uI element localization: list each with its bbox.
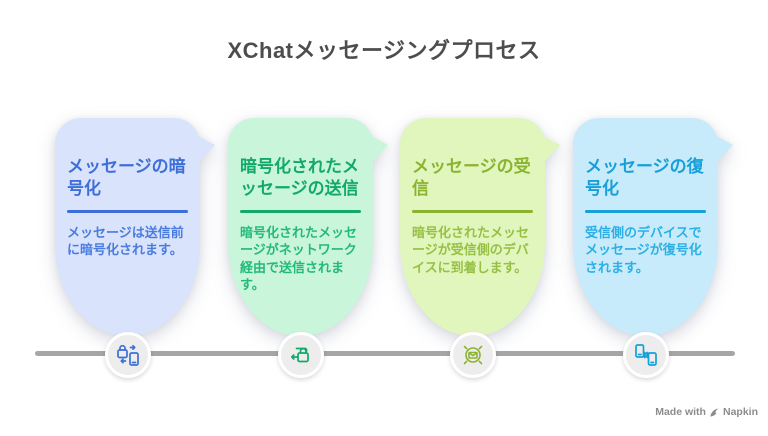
step-title: 暗号化されたメッセージの送信 [240, 157, 359, 198]
speech-bubble: メッセージの受信 暗号化されたメッセージが受信側のデバイスに到着します。 [400, 118, 560, 336]
bubble-body: メッセージの暗号化 メッセージは送信前に暗号化されます。 [55, 118, 200, 336]
watermark-brand: Napkin [722, 406, 758, 418]
speech-bubble: メッセージの暗号化 メッセージは送信前に暗号化されます。 [55, 118, 215, 336]
timeline-line [35, 351, 735, 356]
decrypt-devices-icon [622, 332, 669, 378]
step-card-encrypted-send: 暗号化されたメッセージの送信 暗号化されたメッセージがネットワーク経由で送信され… [228, 118, 388, 380]
step-description: メッセージは送信前に暗号化されます。 [67, 224, 184, 258]
lock-phone-sync-icon [104, 332, 151, 378]
watermark-prefix: Made with [655, 406, 706, 418]
step-divider [240, 210, 361, 213]
step-description: 受信側のデバイスでメッセージが復号化されます。 [585, 224, 702, 275]
bubble-tail [543, 136, 560, 163]
bubble-body: 暗号化されたメッセージの送信 暗号化されたメッセージがネットワーク経由で送信され… [228, 118, 373, 336]
step-card-message-receive: メッセージの受信 暗号化されたメッセージが受信側のデバイスに到着します。 [400, 118, 560, 380]
napkin-logo-icon [710, 407, 719, 417]
step-description: 暗号化されたメッセージが受信側のデバイスに到着します。 [412, 224, 530, 275]
step-description: 暗号化されたメッセージがネットワーク経由で送信されます。 [240, 224, 358, 293]
bubble-tail [716, 136, 733, 163]
step-divider [585, 210, 706, 213]
bubble-tail [198, 136, 215, 163]
bubble-body: メッセージの受信 暗号化されたメッセージが受信側のデバイスに到着します。 [400, 118, 545, 336]
page-title: XChatメッセージングプロセス [227, 38, 541, 63]
step-card-message-decryption: メッセージの復号化 受信側のデバイスでメッセージが復号化されます。 [573, 118, 733, 380]
bubble-tail [371, 136, 388, 163]
step-divider [67, 210, 188, 213]
speech-bubble: メッセージの復号化 受信側のデバイスでメッセージが復号化されます。 [573, 118, 733, 336]
step-title: メッセージの受信 [412, 157, 531, 198]
speech-bubble: 暗号化されたメッセージの送信 暗号化されたメッセージがネットワーク経由で送信され… [228, 118, 388, 336]
step-card-message-encryption: メッセージの暗号化 メッセージは送信前に暗号化されます。 [55, 118, 215, 380]
step-title: メッセージの暗号化 [67, 157, 186, 198]
bubble-body: メッセージの復号化 受信側のデバイスでメッセージが復号化されます。 [573, 118, 718, 336]
encrypted-send-icon [277, 332, 324, 378]
napkin-watermark: Made with Napkin [655, 406, 758, 418]
receive-target-icon [449, 332, 496, 378]
step-title: メッセージの復号化 [585, 157, 704, 198]
step-divider [412, 210, 533, 213]
